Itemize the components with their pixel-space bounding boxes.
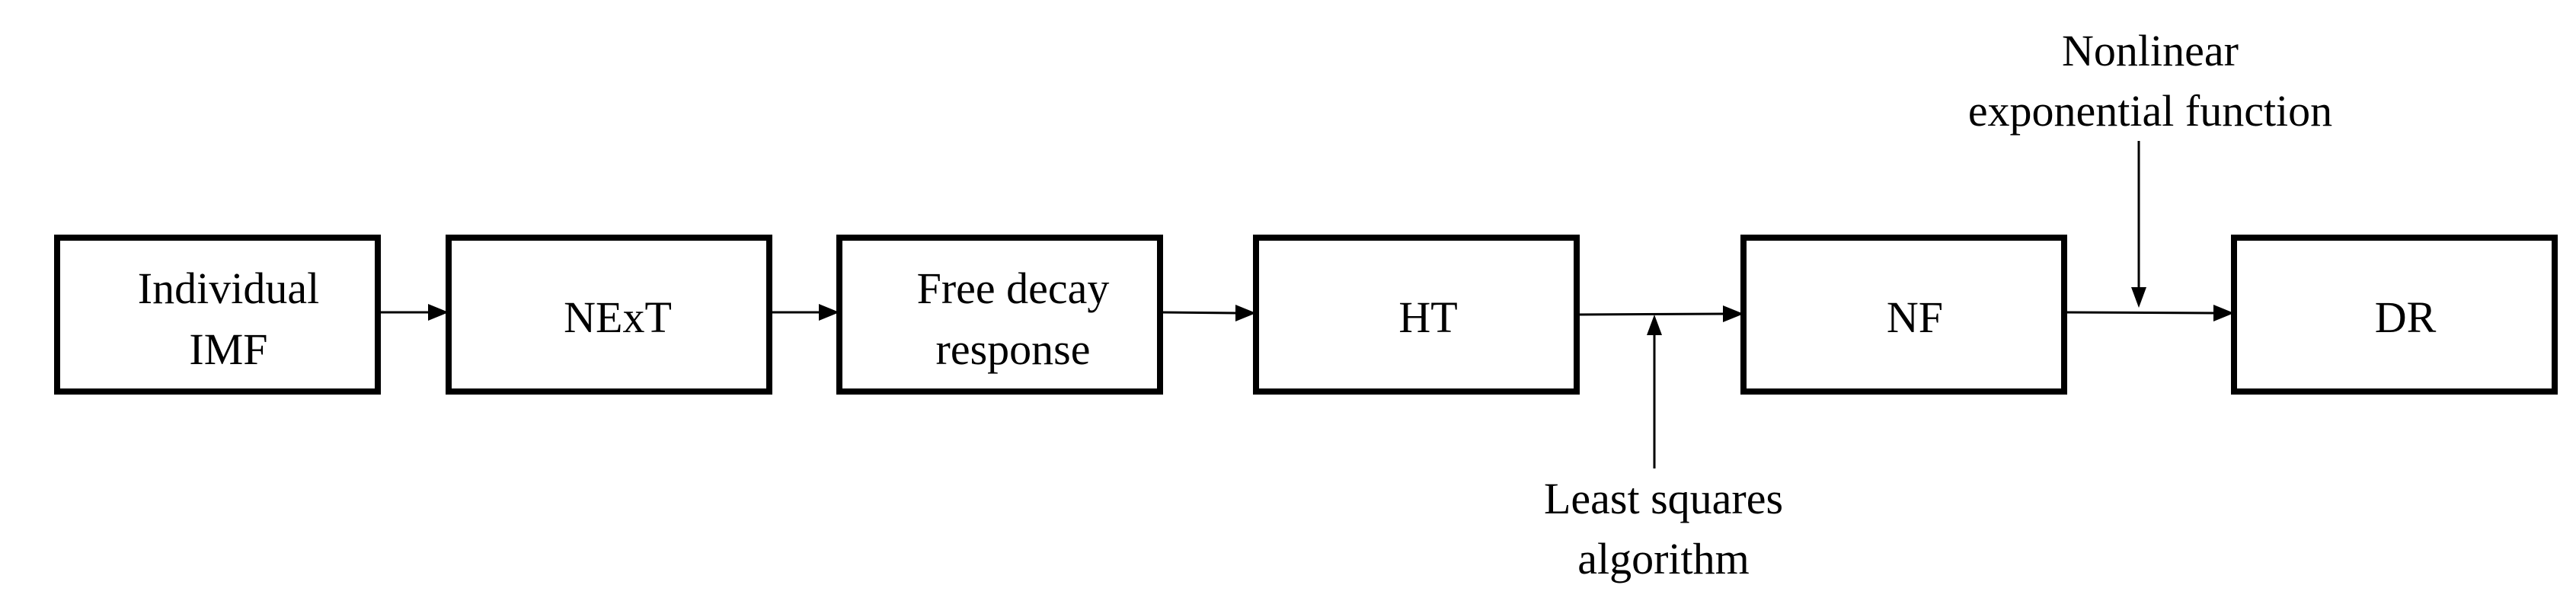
node-label-line-2: response — [936, 324, 1091, 374]
arrowhead-icon — [1647, 315, 1662, 335]
input-label-line-1: Least squares — [1544, 474, 1783, 523]
input-label-line-2: algorithm — [1577, 534, 1750, 583]
node-ht: HT — [1253, 235, 1580, 395]
node-box — [1740, 235, 2067, 395]
arrowhead-icon — [2213, 305, 2234, 321]
edge-free-decay-to-ht — [1159, 305, 1256, 321]
node-label-line-2: IMF — [189, 324, 267, 374]
node-label-line-1: Free decay — [917, 264, 1110, 313]
node-free-decay-response: Free decay response — [836, 235, 1163, 395]
edge-ht-to-nf — [1576, 305, 1743, 322]
node-label: NF — [1887, 293, 1943, 342]
input-least-squares: Least squares algorithm — [1544, 315, 1783, 583]
input-label-line-2: exponential function — [1968, 86, 2332, 136]
node-box — [446, 235, 772, 395]
arrowhead-icon — [428, 304, 449, 321]
edge-line — [1576, 312, 1726, 316]
edge-nf-to-dr — [2063, 305, 2234, 321]
node-box — [2231, 235, 2558, 395]
node-label: DR — [2375, 293, 2437, 342]
arrowhead-icon — [819, 304, 839, 321]
input-nonlinear-exponential: Nonlinear exponential function — [1968, 26, 2332, 308]
node-box — [54, 235, 381, 395]
node-label-line-1: Individual — [138, 264, 319, 313]
node-individual-imf: Individual IMF — [54, 235, 381, 395]
edge-imf-to-next — [378, 304, 449, 321]
node-dr: DR — [2231, 235, 2558, 395]
edge-line — [1159, 311, 1238, 315]
node-box — [836, 235, 1163, 395]
node-label: HT — [1398, 293, 1457, 342]
node-label: NExT — [564, 293, 672, 342]
node-next: NExT — [446, 235, 772, 395]
arrowhead-icon — [2131, 287, 2146, 308]
node-nf: NF — [1740, 235, 2067, 395]
input-label-line-1: Nonlinear — [2062, 26, 2239, 75]
edge-next-to-free-decay — [769, 304, 839, 321]
arrowhead-icon — [1723, 305, 1743, 322]
arrowhead-icon — [1235, 305, 1256, 321]
edge-line — [2063, 311, 2216, 315]
